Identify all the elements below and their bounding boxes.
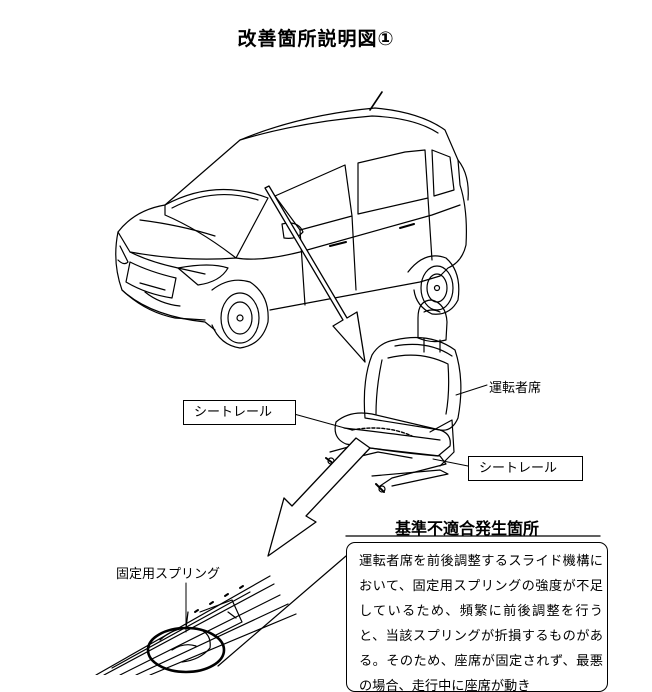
- fixing-spring-label: 固定用スプリング: [116, 567, 221, 582]
- seat-rail-label-top: シートレール: [183, 400, 296, 425]
- seat-rail-label-bottom: シートレール: [468, 456, 583, 481]
- defect-location-heading: 基準不適合発生箇所: [395, 519, 540, 538]
- defect-description-box: 運転者席を前後調整するスライド機構において、固定用スプリングの強度が不足している…: [346, 542, 608, 692]
- driver-seat-label: 運転者席: [489, 381, 542, 396]
- callout-arrow-icon: [264, 185, 366, 363]
- defect-description-text: 運転者席を前後調整するスライド機構において、固定用スプリングの強度が不足している…: [359, 554, 603, 692]
- callout-arrow-icon: [267, 437, 371, 557]
- leader-lines: [275, 384, 488, 467]
- diagram-artwork: [95, 91, 601, 675]
- page-title: 改善箇所説明図①: [237, 28, 395, 50]
- seat-rail-closeup-illustration: [95, 575, 297, 675]
- car-illustration: [115, 91, 469, 349]
